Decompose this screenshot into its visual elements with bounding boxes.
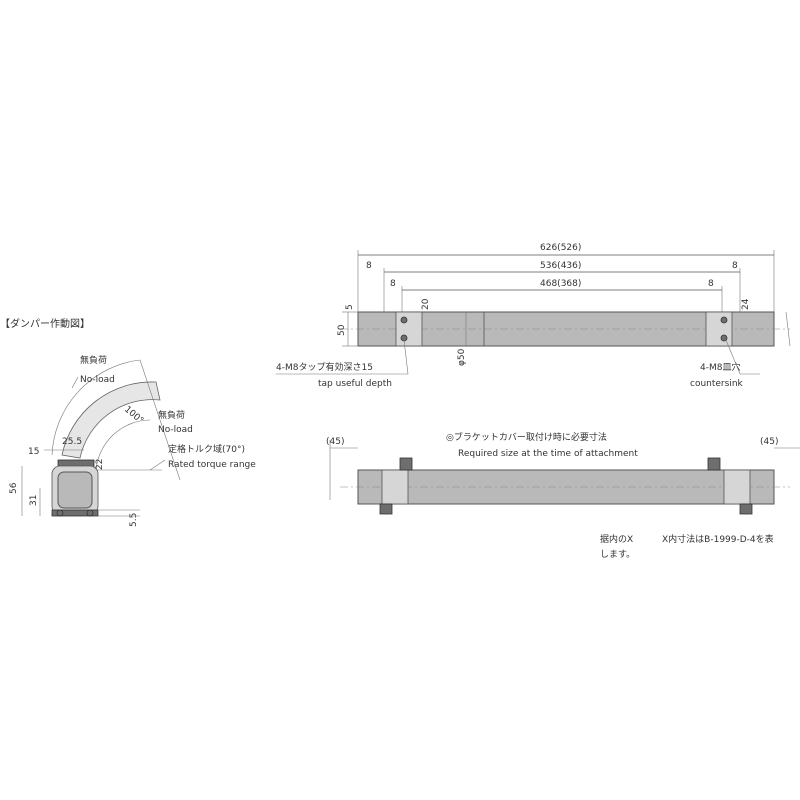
dim-50: 50 (337, 324, 347, 336)
angle-100: 100° (122, 405, 145, 427)
torque-en: Rated torque range (168, 460, 256, 470)
damper-operation-view: 【ダンパー作動図】 無負荷 No-load 100° 無負荷 No-load 定… (0, 317, 256, 527)
dim-22: 22 (95, 459, 105, 470)
no-load-2-en: No-load (158, 425, 193, 435)
dim-45-left: (45) (326, 437, 344, 447)
top-view: 626(526) 536(436) 468(368) 8 8 8 8 50 5 … (276, 243, 791, 389)
dim-8-ri: 8 (708, 279, 714, 289)
left-top-mount (399, 457, 413, 471)
footnote-line1-b: X内寸法はB-1999-D-4を表 (662, 533, 774, 545)
dim-25-5: 25.5 (62, 437, 82, 447)
attachment-note-jp: ◎ブラケットカバー取付け時に必要寸法 (446, 431, 607, 443)
countersink-hole (720, 334, 728, 342)
bolt (56, 509, 64, 517)
no-load-1-jp: 無負荷 (80, 354, 107, 366)
leader (149, 459, 166, 471)
rotation-arc-outer (51, 359, 141, 456)
dim-24: 24 (741, 298, 751, 310)
countersink-leader (725, 339, 760, 375)
footnote-line1-a: 据内のX (600, 533, 633, 545)
dim-middle: 536(436) (540, 261, 581, 271)
tap-hole (400, 316, 408, 324)
dim-56: 56 (9, 482, 19, 494)
countersink-hole (720, 316, 728, 324)
right-bracket (705, 311, 733, 347)
dim-5-5: 5.5 (129, 513, 139, 527)
right-front-bracket (723, 469, 751, 505)
leader (71, 376, 79, 389)
dim-8-li: 8 (390, 279, 396, 289)
dim-8-lo: 8 (366, 261, 372, 271)
no-load-1-en: No-load (80, 375, 115, 385)
left-bottom-mount (379, 503, 393, 515)
bracket-inner (57, 471, 93, 509)
dim-31: 31 (29, 495, 39, 506)
arc-limit-line (139, 359, 181, 481)
tap-leader (276, 339, 409, 375)
right-bottom-mount (739, 503, 753, 515)
left-bracket (395, 311, 423, 347)
dim-20: 20 (421, 298, 431, 310)
countersink-jp: 4-M8皿穴 (700, 361, 740, 373)
bracket-foot (51, 509, 99, 517)
right-top-mount (707, 457, 721, 471)
attachment-note-en: Required size at the time of attachment (458, 449, 638, 459)
dim-overall: 626(526) (540, 243, 581, 253)
rotation-arc-band (61, 381, 161, 459)
rotation-arc-inner (95, 419, 151, 471)
dim-15: 15 (28, 447, 39, 457)
dim-5: 5 (345, 304, 355, 310)
footnote-line2: します。 (600, 549, 635, 560)
footnote: 据内のX X内寸法はB-1999-D-4を表 します。 (600, 533, 774, 560)
dim-45-right: (45) (760, 437, 778, 447)
torque-jp: 定格トルク域(70°) (168, 443, 245, 455)
bolt (86, 509, 94, 517)
front-view: (45) (45) ◎ブラケットカバー取付け時に必要寸法 Required si… (326, 431, 800, 515)
left-front-bracket (381, 469, 409, 505)
tap-jp: 4-M8タップ有効深さ15 (276, 361, 373, 373)
edge (785, 311, 791, 347)
dim-inner: 468(368) (540, 279, 581, 289)
no-load-2-jp: 無負荷 (158, 409, 185, 421)
dim-8-ro: 8 (732, 261, 738, 271)
dim-phi50: φ50 (457, 348, 467, 366)
damper-view-title: 【ダンパー作動図】 (0, 317, 90, 330)
countersink-en: countersink (690, 379, 744, 389)
tap-en: tap useful depth (318, 379, 392, 389)
